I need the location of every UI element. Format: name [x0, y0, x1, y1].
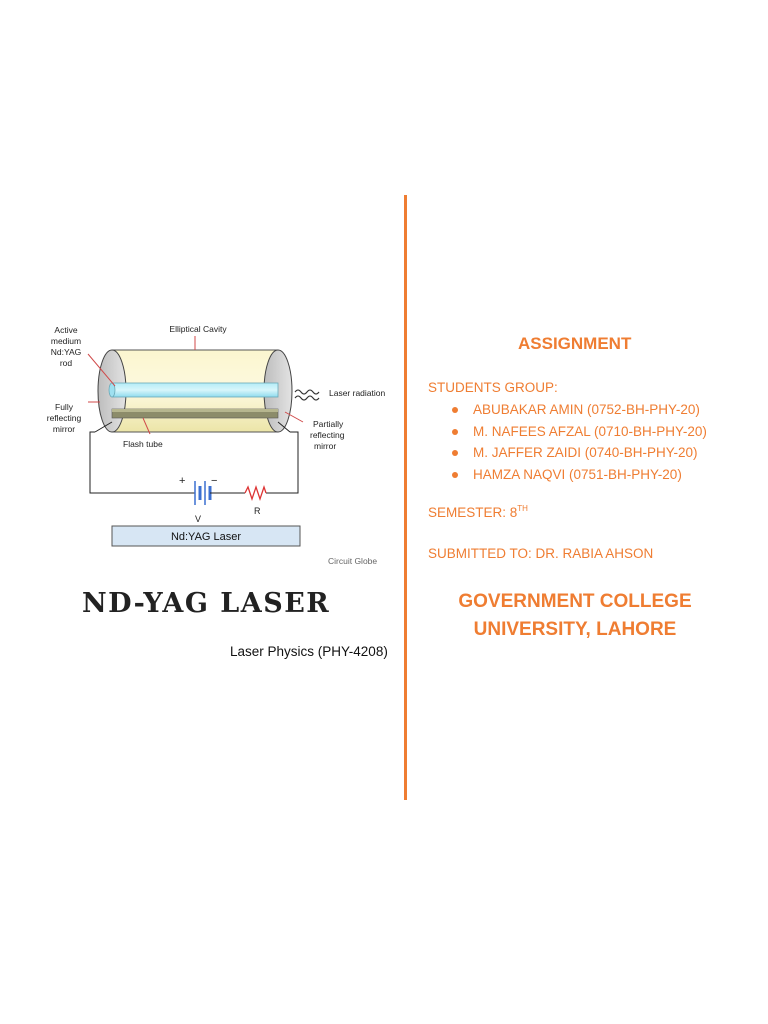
label-fully-reflecting: Fully: [55, 402, 74, 412]
document-title: ND-YAG LASER: [82, 588, 331, 619]
student-name: M. JAFFER ZAIDI (0740-BH-PHY-20): [473, 445, 698, 460]
list-item: HAMZA NAQVI (0751-BH-PHY-20): [450, 464, 707, 486]
svg-text:mirror: mirror: [53, 424, 75, 434]
course-name: Laser Physics (PHY-4208): [230, 644, 388, 659]
nd-yag-rod: [111, 382, 279, 398]
submitted-to: SUBMITTED TO: DR. RABIA AHSON: [428, 546, 654, 561]
label-minus: −: [211, 475, 217, 487]
svg-text:medium: medium: [51, 336, 81, 346]
bullet-icon: [452, 407, 458, 413]
list-item: ABUBAKAR AMIN (0752-BH-PHY-20): [450, 399, 707, 421]
label-active-medium: Active: [54, 325, 77, 335]
svg-text:rod: rod: [60, 358, 73, 368]
list-item: M. NAFEES AFZAL (0710-BH-PHY-20): [450, 421, 707, 443]
label-laser-radiation: Laser radiation: [329, 388, 386, 398]
college-name: GOVERNMENT COLLEGE UNIVERSITY, LAHORE: [430, 588, 720, 644]
assignment-heading: ASSIGNMENT: [518, 334, 632, 353]
svg-text:Nd:YAG: Nd:YAG: [51, 347, 82, 357]
laser-radiation-wave: [294, 389, 320, 395]
active-medium-pointer: [87, 353, 116, 387]
vertical-divider: [404, 195, 407, 800]
bullet-icon: [452, 471, 458, 478]
label-plus: +: [179, 475, 185, 487]
semester: SEMESTER: 8TH: [428, 504, 528, 521]
student-name: HAMZA NAQVI (0751-BH-PHY-20): [473, 466, 682, 482]
label-elliptical-cavity: Elliptical Cavity: [169, 324, 227, 334]
diagram-caption: Nd:YAG Laser: [171, 531, 241, 543]
students-group-label: STUDENTS GROUP:: [428, 380, 558, 395]
label-partially-reflecting: Partially: [313, 419, 344, 429]
diagram-caption-box: [111, 525, 301, 547]
college-name-line1: GOVERNMENT COLLEGE: [458, 591, 692, 612]
svg-text:mirror: mirror: [314, 441, 336, 451]
resistor: [244, 484, 267, 502]
bullet-icon: [452, 428, 458, 435]
diagram-credit: Circuit Globe: [328, 556, 377, 566]
semester-suffix: TH: [517, 504, 528, 513]
svg-text:reflecting: reflecting: [310, 430, 345, 440]
label-flash-tube: Flash tube: [123, 439, 163, 449]
semester-label: SEMESTER: 8: [428, 505, 518, 520]
bullet-icon: [452, 450, 458, 456]
label-voltage: V: [195, 514, 201, 524]
svg-text:reflecting: reflecting: [47, 413, 82, 423]
college-name-line2: UNIVERSITY, LAHORE: [473, 619, 677, 640]
student-name: ABUBAKAR AMIN (0752-BH-PHY-20): [473, 402, 700, 417]
students-list: ABUBAKAR AMIN (0752-BH-PHY-20) M. NAFEES…: [450, 399, 707, 485]
nd-yag-laser-diagram: Active medium Nd:YAG rod Fully reflectin…: [40, 310, 390, 570]
list-item: M. JAFFER ZAIDI (0740-BH-PHY-20): [450, 442, 707, 464]
student-name: M. NAFEES AFZAL (0710-BH-PHY-20): [473, 423, 707, 439]
label-resistor: R: [254, 506, 261, 516]
